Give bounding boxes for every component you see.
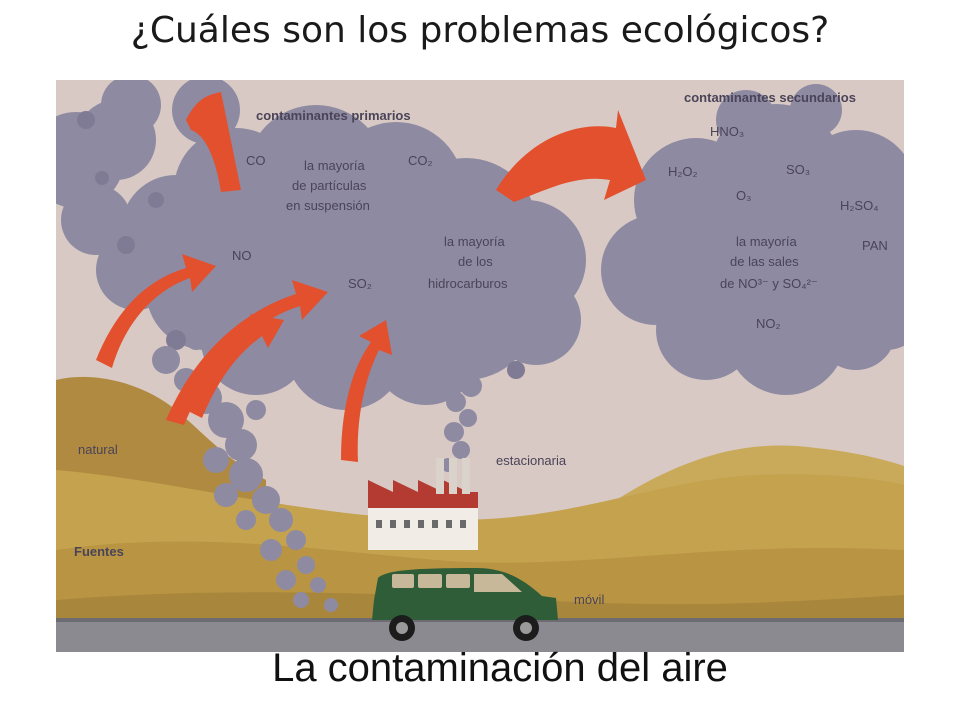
arrow-primary-to-secondary — [496, 110, 646, 202]
slide-caption: La contaminación del aire — [272, 646, 728, 690]
secondary-heading: contaminantes secundarios — [684, 90, 856, 105]
label-fuentes: Fuentes — [74, 544, 124, 559]
secondary-cloud — [601, 84, 904, 395]
secondary-pan: PAN — [862, 238, 888, 253]
secondary-so3: SO₃ — [786, 162, 810, 177]
label-natural: natural — [78, 442, 118, 457]
arrow-natural-to-cloud — [96, 254, 216, 368]
label-estacionaria: estacionaria — [496, 453, 567, 468]
secondary-h2so4: H₂SO₄ — [840, 198, 879, 213]
primary-hydro-2: de los — [458, 254, 493, 269]
factory — [368, 458, 478, 550]
primary-co: CO — [246, 153, 266, 168]
secondary-no2: NO₂ — [756, 316, 781, 331]
primary-particles-1: la mayoría — [304, 158, 365, 173]
secondary-salts-3: de NO³⁻ y SO₄²⁻ — [720, 276, 818, 291]
primary-co2: CO₂ — [408, 153, 433, 168]
road — [56, 620, 904, 652]
secondary-salts-2: de las sales — [730, 254, 799, 269]
van — [372, 568, 558, 641]
secondary-o3: O₃ — [736, 188, 751, 203]
primary-so2: SO₂ — [348, 276, 372, 291]
slide-title: ¿Cuáles son los problemas ecológicos? — [130, 10, 830, 51]
source-arrows — [96, 92, 646, 462]
primary-hydro-1: la mayoría — [444, 234, 505, 249]
secondary-salts-1: la mayoría — [736, 234, 797, 249]
primary-particles-3: en suspensión — [286, 198, 370, 213]
arrow-factory-up — [341, 320, 392, 462]
air-pollution-illustration: contaminantes primarios CO CO₂ la mayorí… — [56, 80, 904, 652]
secondary-hno3: HNO₃ — [710, 124, 744, 139]
primary-no: NO — [232, 248, 252, 263]
primary-particles-2: de partículas — [292, 178, 367, 193]
arrow-primary-top — [186, 92, 241, 192]
label-movil: móvil — [574, 592, 604, 607]
arrow-natural-up — [166, 280, 328, 425]
secondary-h2o2: H₂O₂ — [668, 164, 698, 179]
primary-cloud-puffs — [77, 111, 525, 379]
primary-heading: contaminantes primarios — [256, 108, 411, 123]
arrow-natural-right — [186, 314, 284, 418]
primary-hydro-3: hidrocarburos — [428, 276, 508, 291]
